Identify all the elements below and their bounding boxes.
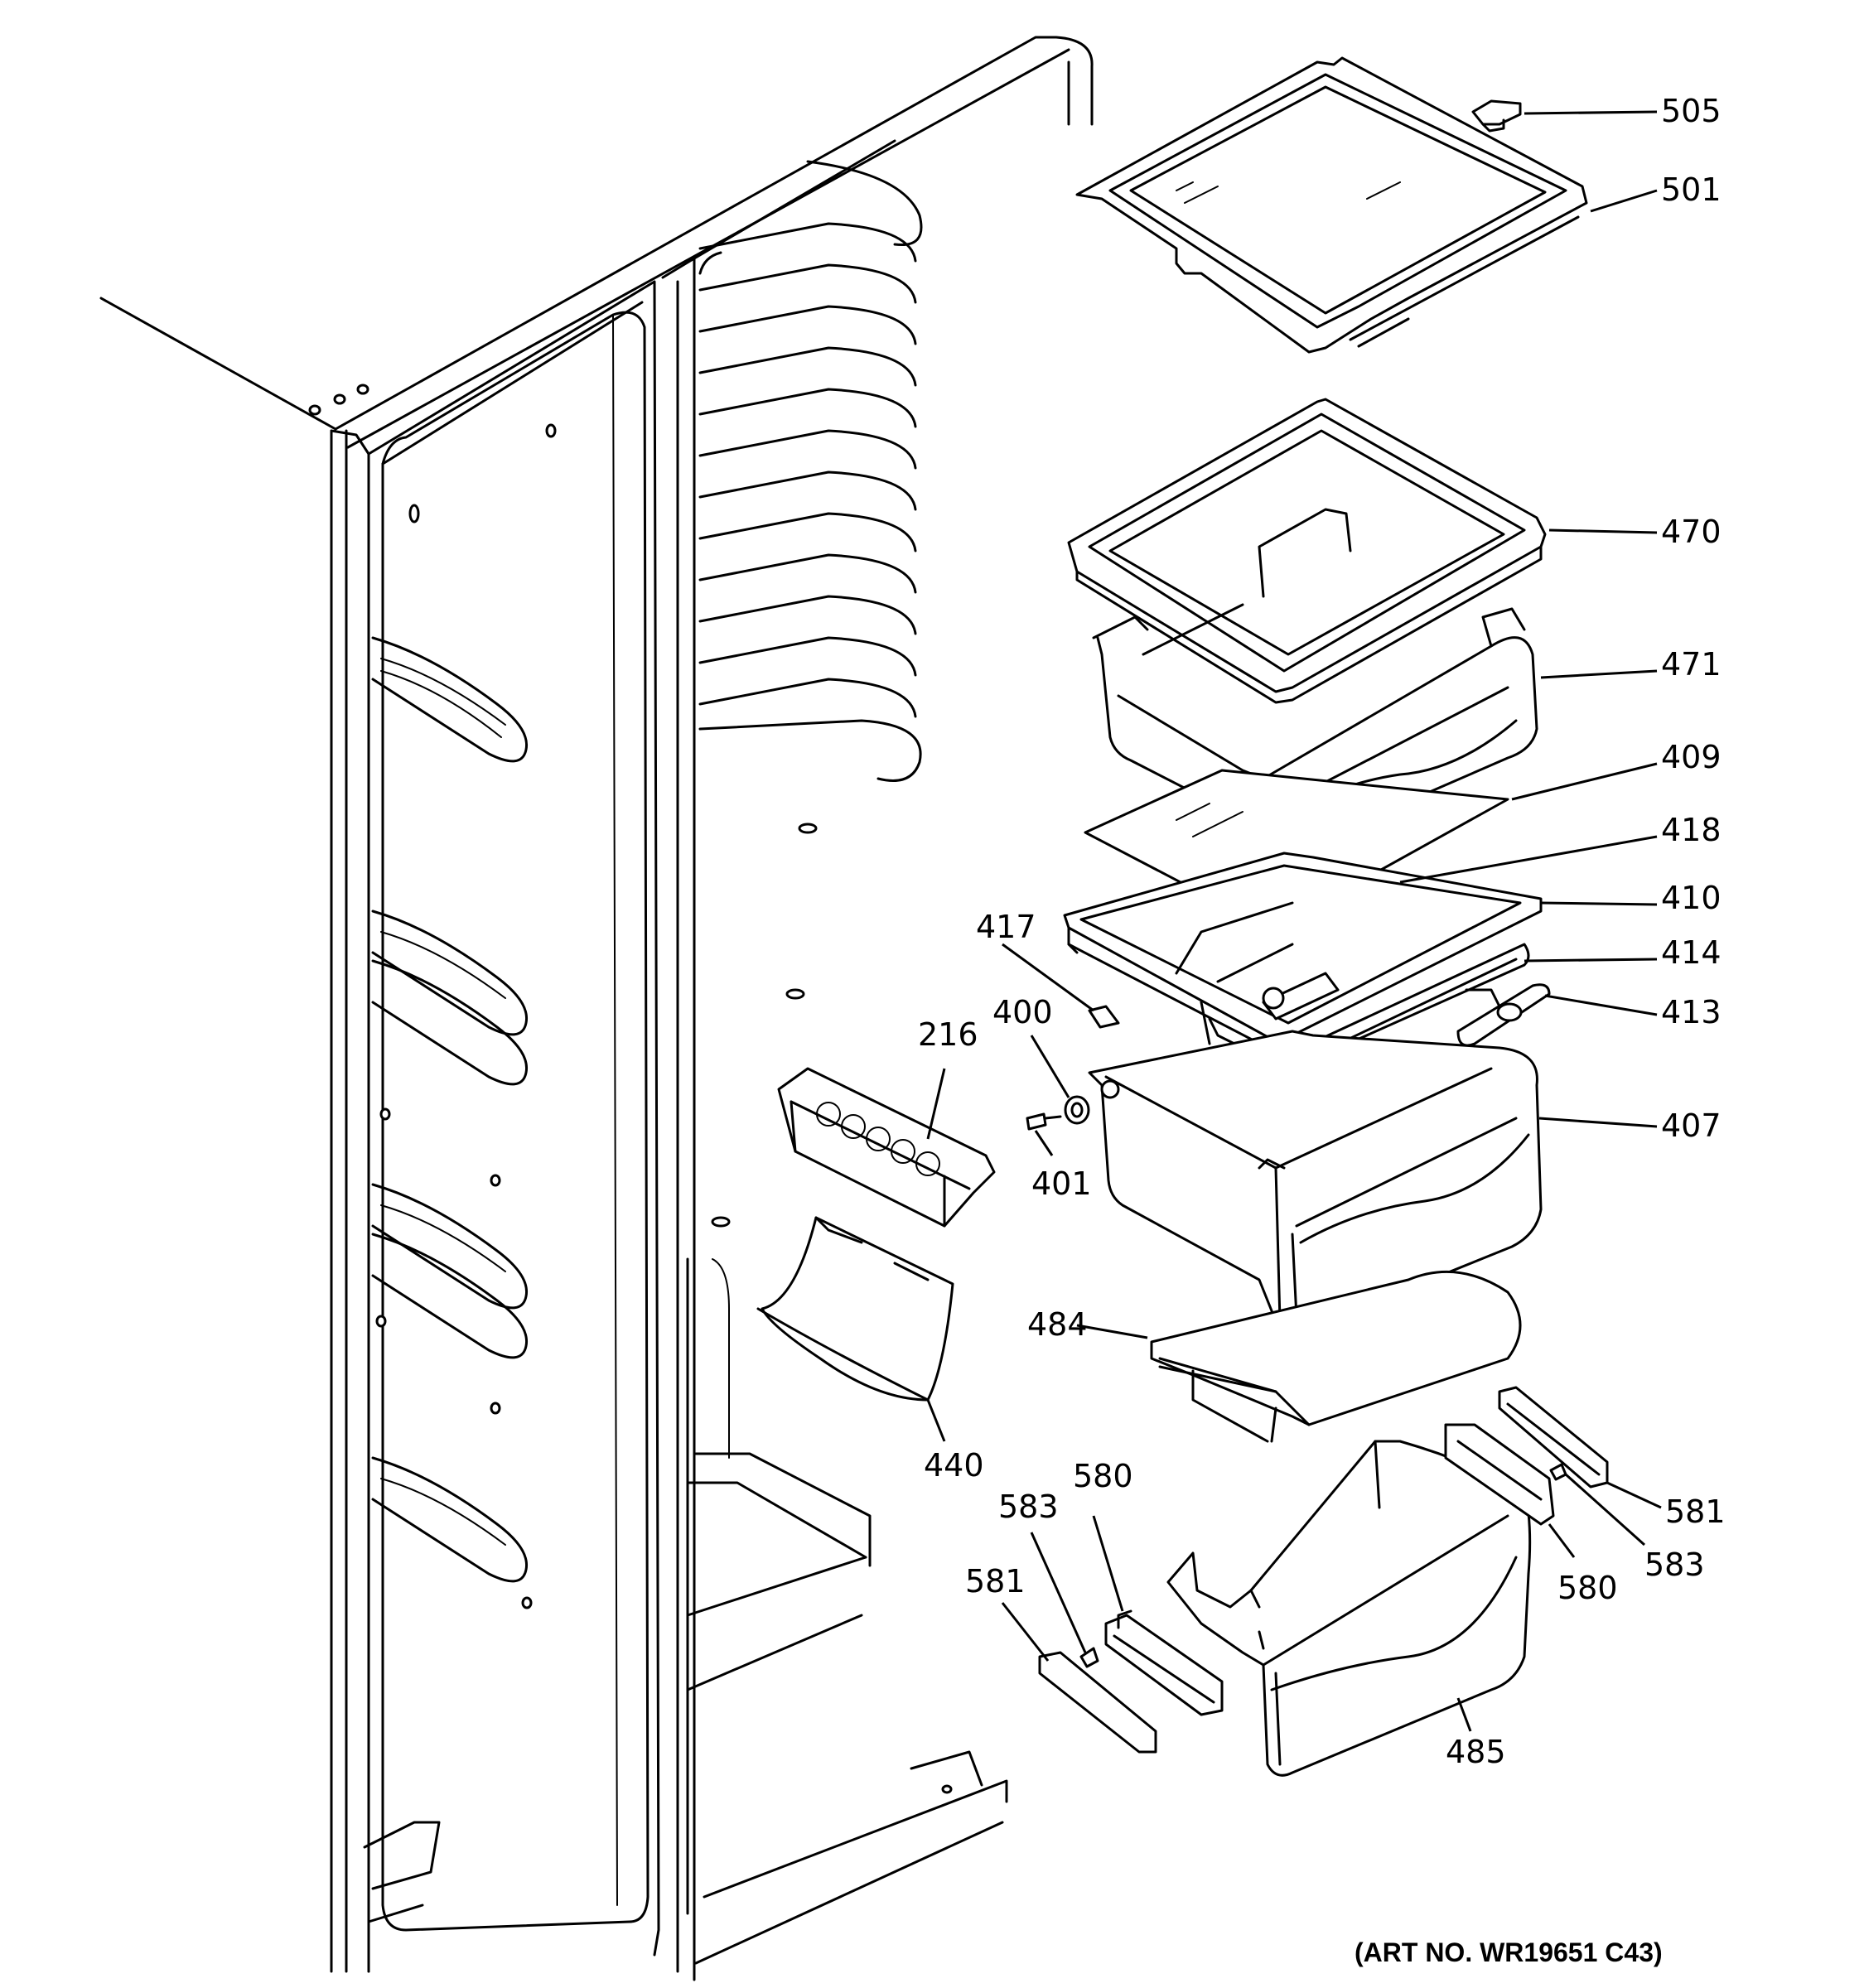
label-409: 409: [1661, 739, 1722, 775]
part-583-left-screw: [1079, 1647, 1099, 1668]
part-401-screw: [1026, 1112, 1062, 1131]
label-400: 400: [992, 994, 1053, 1030]
label-413: 413: [1661, 994, 1722, 1030]
part-417-slide-rail: [1088, 1005, 1120, 1029]
label-484: 484: [1027, 1306, 1088, 1343]
part-470-pan-cover-frame: [1067, 398, 1547, 704]
label-407: 407: [1661, 1107, 1722, 1144]
callout-labels: 505 501 470 471 409 418 410 414 413 407 …: [918, 93, 1726, 1770]
label-216: 216: [918, 1016, 978, 1053]
part-440-shelf-cover: [756, 1216, 954, 1402]
label-401: 401: [1031, 1165, 1092, 1202]
part-484-pan-cover: [1150, 1270, 1522, 1443]
label-580-left: 580: [1073, 1458, 1133, 1494]
part-485-bottom-bin: [1166, 1440, 1532, 1777]
label-583-right: 583: [1644, 1546, 1705, 1583]
callout-leaders: [926, 110, 1662, 1732]
label-581-right: 581: [1665, 1493, 1726, 1530]
label-414: 414: [1661, 934, 1722, 971]
label-505: 505: [1661, 93, 1722, 129]
part-580-left-slide: [1104, 1609, 1224, 1716]
part-501-glass-shelf: [1075, 56, 1588, 354]
part-505-shelf-clip: [1471, 99, 1522, 133]
label-583-left: 583: [998, 1489, 1059, 1525]
part-400-bushing: [1064, 1095, 1090, 1125]
label-581-left: 581: [965, 1563, 1026, 1600]
shelf-rail-group-4: [371, 1456, 529, 1583]
label-410: 410: [1661, 880, 1722, 916]
label-471: 471: [1661, 646, 1722, 683]
part-407-crisper-drawer: [1088, 1030, 1543, 1330]
part-583-right-screw: [1549, 1463, 1567, 1481]
label-417: 417: [976, 909, 1036, 945]
part-413-control-knob: [1456, 983, 1551, 1047]
shelf-rail-group-3: [371, 1183, 529, 1359]
part-216-dairy-bin: [777, 1067, 996, 1228]
label-440: 440: [924, 1447, 984, 1484]
freezer-rails: [698, 160, 923, 782]
shelf-rail-group-1: [371, 636, 529, 763]
label-470: 470: [1661, 514, 1722, 550]
label-418: 418: [1661, 812, 1722, 848]
shelf-rail-group-2: [371, 910, 529, 1086]
part-581-left-bracket: [1038, 1651, 1157, 1754]
label-485: 485: [1446, 1734, 1506, 1770]
part-580-right-slide: [1444, 1423, 1555, 1526]
label-580-right: 580: [1557, 1570, 1618, 1606]
art-number: (ART NO. WR19651 C43): [1355, 1937, 1663, 1967]
part-410-cover-frame: [1063, 852, 1543, 1058]
refrigerator-cabinet: [99, 36, 1094, 1981]
label-501: 501: [1661, 171, 1722, 208]
